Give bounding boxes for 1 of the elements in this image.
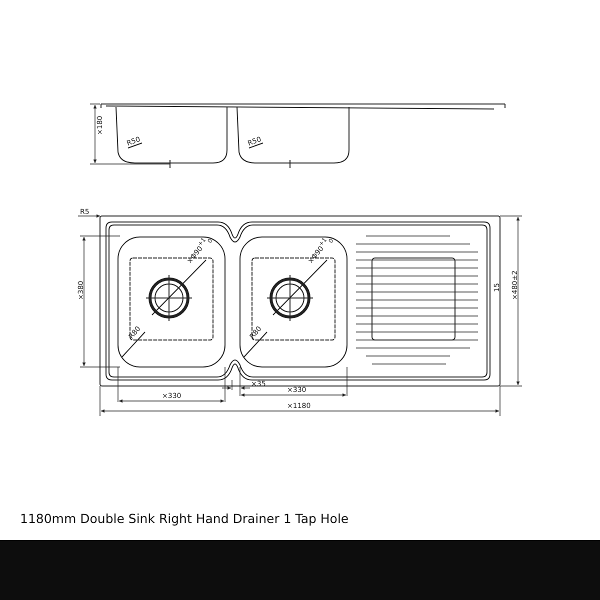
caption: 1180mm Double Sink Right Hand Drainer 1 Tap Hole	[20, 511, 349, 526]
